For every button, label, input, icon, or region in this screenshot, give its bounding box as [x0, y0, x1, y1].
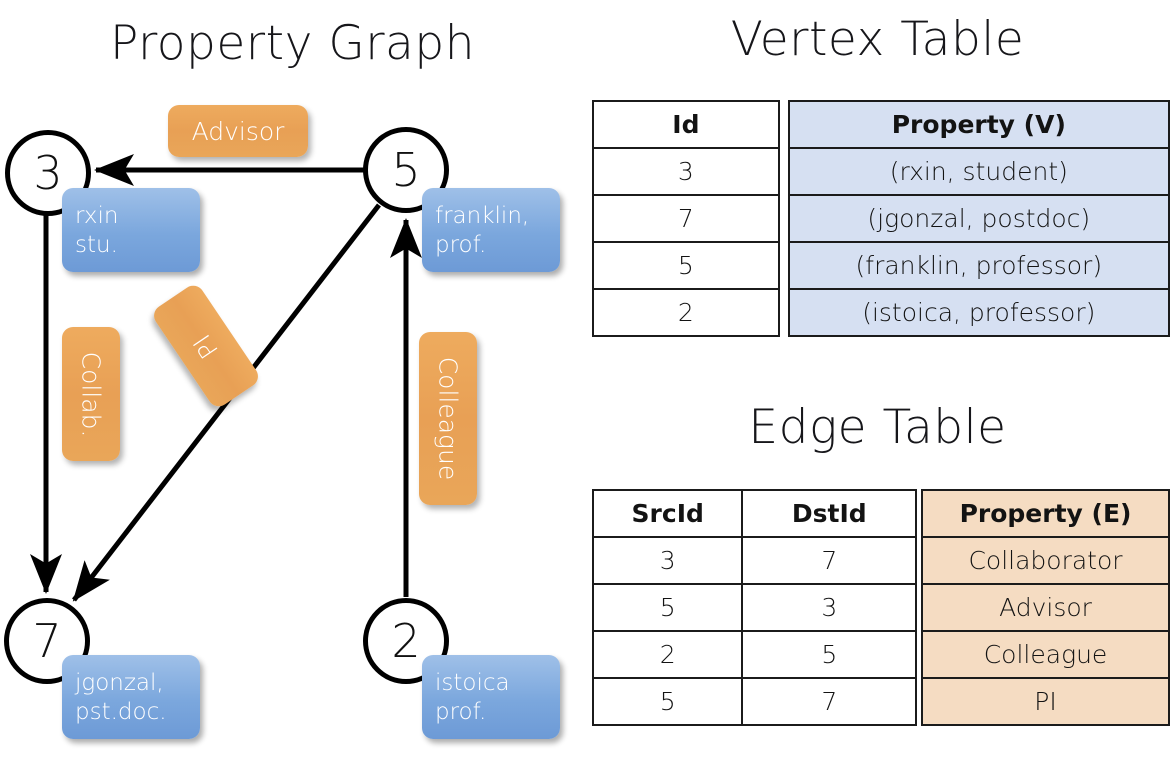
edge-table-header-srcid: SrcId	[591, 489, 744, 538]
vertex-property-box-2-line1: istoica	[435, 670, 510, 696]
table-header-row: SrcId DstId Property (E)	[591, 489, 1170, 538]
vertex-table-header-id: Id	[592, 100, 780, 149]
column-gap	[916, 678, 923, 725]
edge-table-cell-srcid: 5	[591, 677, 744, 726]
table-row[interactable]: 5 3 Advisor	[591, 583, 1170, 632]
column-gap	[916, 584, 923, 631]
table-row[interactable]: 5 7 PI	[591, 677, 1170, 726]
edge-table-cell-srcid: 2	[591, 630, 744, 679]
edge-table-header-dstid: DstId	[741, 489, 918, 538]
vertex-property-box-3-line1: rxin	[75, 203, 119, 229]
table-row[interactable]: 3 (rxin, student)	[592, 147, 1170, 196]
edge-table-cell-property: PI	[921, 677, 1170, 726]
edge-table-cell-srcid: 5	[591, 583, 744, 632]
vertex-table-cell-property: (jgonzal, postdoc)	[787, 194, 1170, 243]
edge-label-advisor-text: Advisor	[191, 116, 285, 146]
edge-table-cell-property: Advisor	[921, 583, 1170, 632]
edge-table: SrcId DstId Property (E) 3 7 Collaborato…	[591, 489, 1170, 726]
vertex-table-cell-id: 7	[592, 194, 780, 243]
table-row[interactable]: 2 5 Colleague	[591, 630, 1170, 679]
column-gap	[778, 242, 789, 289]
graph-node-2[interactable]: 2	[363, 598, 449, 684]
edge-table-header-property: Property (E)	[921, 489, 1170, 538]
vertex-table-cell-id: 5	[592, 241, 780, 290]
vertex-property-box-5-line1: franklin,	[435, 203, 530, 229]
edge-label-pi-text: PI	[187, 328, 225, 364]
vertex-property-box-2-line2: prof.	[435, 699, 487, 725]
column-gap	[916, 490, 923, 537]
column-gap	[916, 537, 923, 584]
graph-node-3-label: 3	[33, 146, 63, 200]
edge-label-collab-text: Collab.	[76, 351, 106, 437]
vertex-table-cell-property: (istoica, professor)	[787, 288, 1170, 337]
column-gap	[778, 101, 789, 148]
vertex-property-box-5-line2: prof.	[435, 232, 487, 258]
column-gap	[916, 631, 923, 678]
table-header-row: Id Property (V)	[592, 100, 1170, 149]
edge-table-cell-srcid: 3	[591, 536, 744, 585]
table-row[interactable]: 2 (istoica, professor)	[592, 288, 1170, 337]
graph-node-5-label: 5	[391, 143, 421, 197]
edge-label-colleague[interactable]: Colleague	[419, 332, 477, 505]
graph-node-5[interactable]: 5	[363, 127, 449, 213]
graph-node-7-label: 7	[32, 614, 62, 668]
vertex-property-box-3[interactable]: rxin stu.	[62, 188, 200, 272]
vertex-property-box-2[interactable]: istoica prof.	[422, 655, 560, 739]
vertex-table-cell-id: 3	[592, 147, 780, 196]
table-row[interactable]: 7 (jgonzal, postdoc)	[592, 194, 1170, 243]
edge-table-cell-dstid: 7	[741, 677, 918, 726]
edge-table-cell-dstid: 5	[741, 630, 918, 679]
vertex-property-box-7[interactable]: jgonzal, pst.doc.	[62, 655, 200, 739]
vertex-table: Id Property (V) 3 (rxin, student) 7 (jgo…	[592, 100, 1170, 337]
vertex-property-box-7-line1: jgonzal,	[75, 670, 164, 696]
vertex-property-box-3-line2: stu.	[75, 232, 118, 258]
page-title-vertex-table: Vertex Table	[730, 12, 1025, 67]
edge-table-cell-property: Colleague	[921, 630, 1170, 679]
vertex-property-box-7-line2: pst.doc.	[75, 699, 167, 725]
edge-label-advisor[interactable]: Advisor	[168, 105, 308, 157]
column-gap	[778, 148, 789, 195]
edge-label-collab[interactable]: Collab.	[62, 327, 120, 461]
vertex-table-cell-property: (rxin, student)	[787, 147, 1170, 196]
page-title-property-graph: Property Graph	[110, 16, 475, 71]
edge-table-cell-dstid: 3	[741, 583, 918, 632]
graph-node-2-label: 2	[391, 614, 421, 668]
table-row[interactable]: 5 (franklin, professor)	[592, 241, 1170, 290]
property-graph-diagram: 3 5 7 2 rxin stu. franklin, prof. jgonza…	[4, 105, 560, 739]
edge-label-colleague-text: Colleague	[433, 356, 463, 481]
edge-table-cell-property: Collaborator	[921, 536, 1170, 585]
table-row[interactable]: 3 7 Collaborator	[591, 536, 1170, 585]
column-gap	[778, 195, 789, 242]
vertex-table-header-property: Property (V)	[787, 100, 1170, 149]
edge-table-cell-dstid: 7	[741, 536, 918, 585]
vertex-property-box-5[interactable]: franklin, prof.	[422, 188, 560, 272]
column-gap	[778, 289, 789, 336]
vertex-table-cell-property: (franklin, professor)	[787, 241, 1170, 290]
page-title-edge-table: Edge Table	[748, 400, 1007, 455]
vertex-table-cell-id: 2	[592, 288, 780, 337]
